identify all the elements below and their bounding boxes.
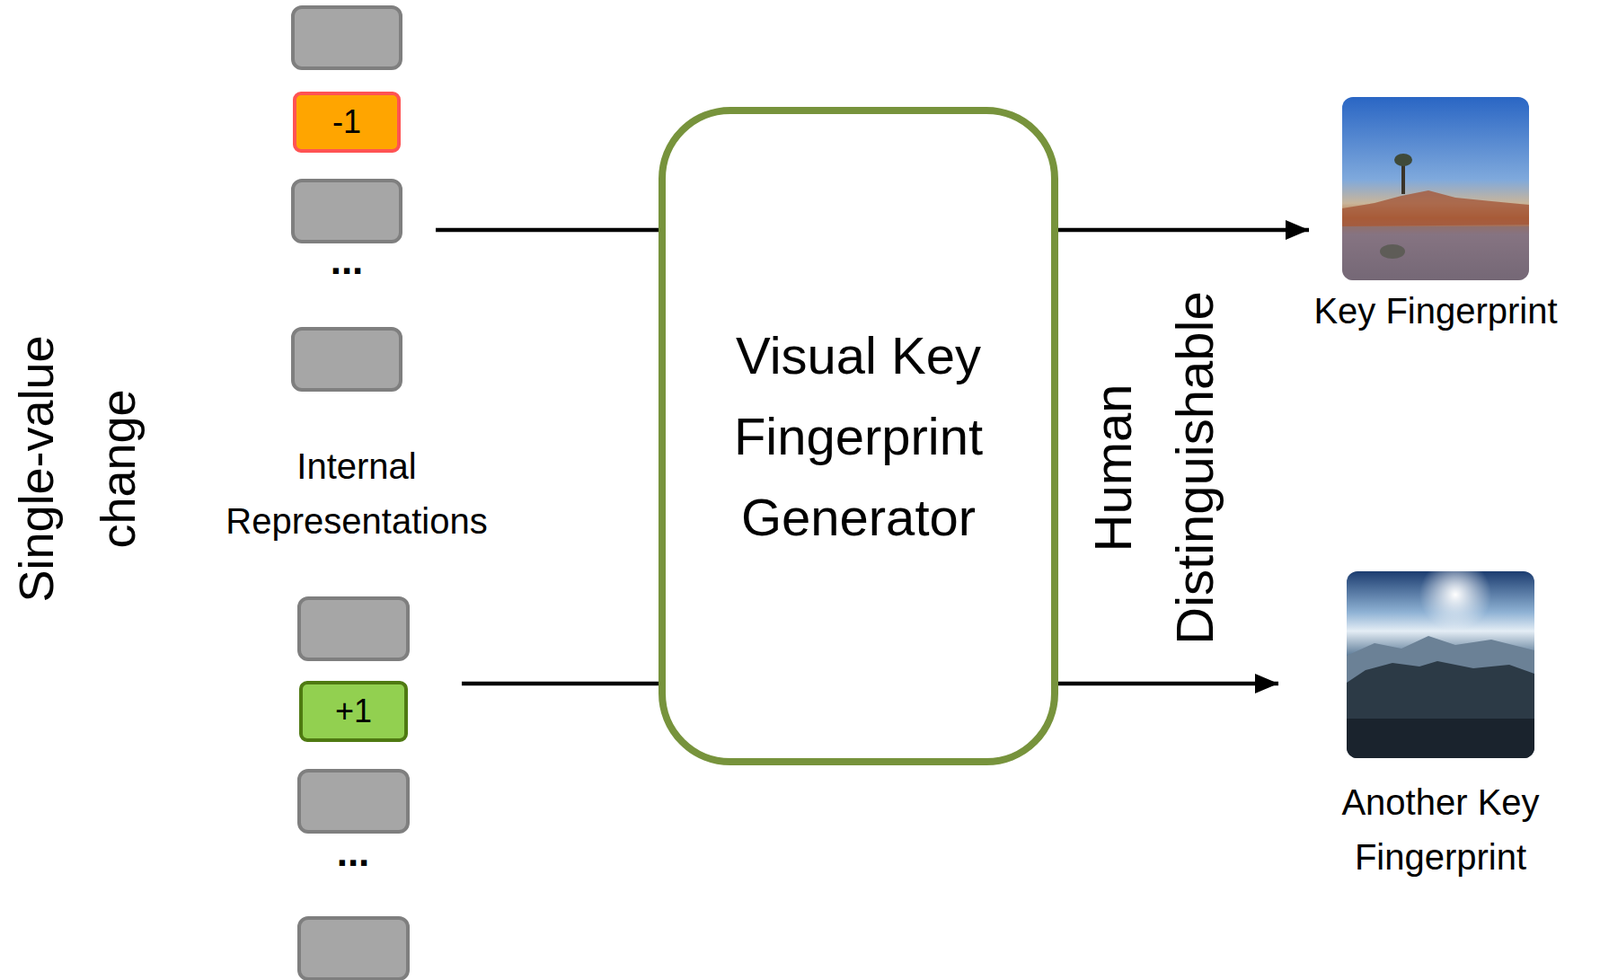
box-text: Visual Key Fingerprint Generator: [697, 315, 1021, 558]
box-text: -1: [332, 103, 362, 142]
axis-label: Single-value change: [0, 289, 160, 649]
input-line: [435, 228, 659, 233]
grey-cell: [292, 7, 401, 69]
ellipsis: ...: [317, 830, 389, 876]
fingerprint-image: Another Key Fingerprint: [1346, 571, 1535, 759]
input-line: [461, 681, 659, 687]
grey-cell: [299, 770, 408, 832]
axis-label: Human Distinguishable: [1071, 252, 1236, 684]
generator-box: Visual Key Fingerprint Generator: [658, 106, 1059, 766]
arrow-connector: [1058, 681, 1279, 687]
grey-cell: [292, 328, 401, 390]
image-caption: Another Key Fingerprint: [1324, 775, 1558, 885]
landscape-image: [1342, 97, 1530, 281]
grey-cell-stack: [292, 7, 408, 980]
grey-cell: [299, 598, 408, 660]
box-text: +1: [335, 692, 372, 731]
landscape-image: [1346, 571, 1535, 759]
value-cell: +1: [299, 680, 408, 743]
value-cell: -1: [292, 91, 401, 153]
fingerprint-image: Key Fingerprint: [1342, 97, 1530, 281]
grey-cell: [299, 918, 408, 980]
arrow-connector: [1058, 228, 1309, 233]
group-label: Internal Representations: [194, 439, 519, 549]
grey-cell: [292, 180, 401, 242]
ellipsis: ...: [310, 238, 383, 283]
image-caption: Key Fingerprint: [1287, 283, 1584, 339]
